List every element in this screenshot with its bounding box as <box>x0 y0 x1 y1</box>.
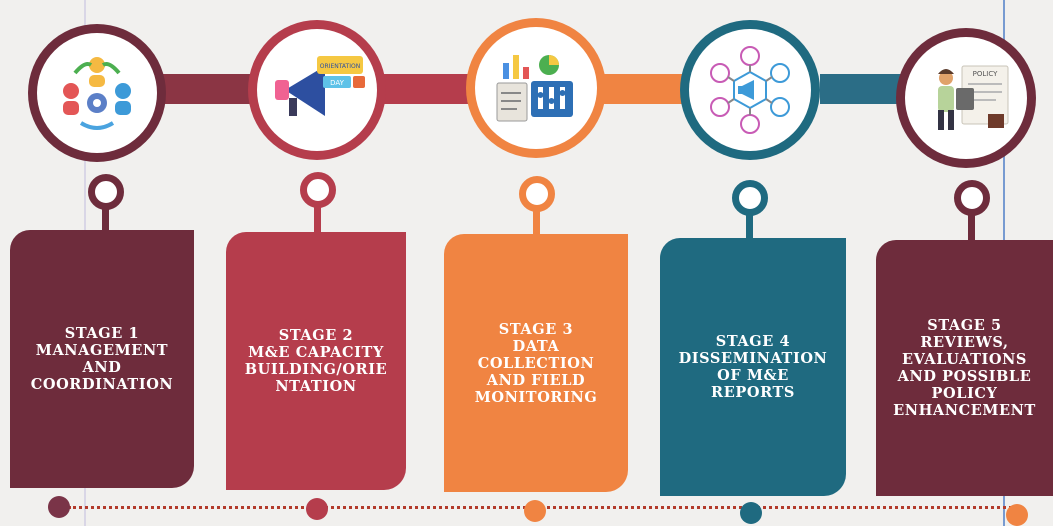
policy-review-icon: POLICY <box>938 65 1009 130</box>
stage-2-stem <box>314 200 321 232</box>
stage-1-text: COORDINATION <box>30 376 174 393</box>
stage-5-text: AND POSSIBLE <box>897 368 1032 385</box>
stage-5-text: EVALUATIONS <box>901 351 1027 368</box>
stage-3-text: COLLECTION <box>477 354 595 372</box>
stage-5-pin <box>954 180 990 216</box>
stage-4-stem <box>746 208 753 238</box>
stage-3-stem <box>533 204 540 234</box>
stage-3-text: MONITORING <box>474 388 598 406</box>
stage-1-pin <box>88 174 124 210</box>
stage-3-title: STAGE 3 <box>498 320 574 338</box>
stage-5-text: ENHANCEMENT <box>893 402 1036 419</box>
stage-4-text: OF M&E <box>717 367 789 384</box>
stage-2-text: NTATION <box>275 378 357 395</box>
stage-2-card: STAGE 2 M&E CAPACITY BUILDING/ORIE NTATI… <box>226 232 406 490</box>
stage-2-pin <box>300 172 336 208</box>
stage-5-text: POLICY <box>931 385 998 402</box>
stage-1-stem <box>102 200 109 230</box>
megaphone-icon-label: ORIENTATION <box>320 63 360 70</box>
timeline-dot-5 <box>1006 504 1028 526</box>
stage-4-title: STAGE 4 <box>715 333 791 350</box>
stage-4-pin <box>732 180 768 216</box>
timeline-dot-3 <box>524 500 546 522</box>
stage-3-circle <box>466 18 606 158</box>
megaphone-icon: ORIENTATION DAY <box>275 56 365 116</box>
team-coordination-icon <box>63 57 131 130</box>
timeline-dot-1 <box>48 496 70 518</box>
stage-1-text: AND <box>82 359 122 376</box>
stage-1-text: MANAGEMENT <box>35 342 169 359</box>
stage-1-card: STAGE 1 MANAGEMENT AND COORDINATION <box>10 230 194 488</box>
data-dashboard-icon <box>496 55 573 122</box>
timeline-dot-4 <box>740 502 762 524</box>
stage-4-text: DISSEMINATION <box>678 350 828 367</box>
stage-5-circle: POLICY <box>896 28 1036 168</box>
megaphone-icon-label: DAY <box>330 79 345 87</box>
stage-1-circle <box>28 24 166 162</box>
stage-5-text: REVIEWS, <box>920 334 1009 351</box>
stage-2-title: STAGE 2 <box>278 327 354 344</box>
stage-3-pin <box>519 176 555 212</box>
stage-5-card: STAGE 5 REVIEWS, EVALUATIONS AND POSSIBL… <box>876 240 1053 496</box>
stage-2-text: BUILDING/ORIE <box>244 361 388 378</box>
stage-5-stem <box>968 210 975 240</box>
stage-4-circle <box>680 20 820 160</box>
stage-3-text: AND FIELD <box>486 371 586 389</box>
stage-3-text: DATA <box>512 337 560 355</box>
timeline-dot-2 <box>306 498 328 520</box>
policy-icon-label: POLICY <box>973 70 998 78</box>
network-broadcast-icon <box>710 46 790 134</box>
stage-5-title: STAGE 5 <box>927 317 1002 334</box>
stage-2-circle: ORIENTATION DAY <box>248 20 386 160</box>
stage-3-card: STAGE 3 DATA COLLECTION AND FIELD MONITO… <box>444 234 628 492</box>
stage-1-title: STAGE 1 <box>64 325 140 342</box>
stage-2-text: M&E CAPACITY <box>248 344 384 361</box>
stage-4-text: REPORTS <box>711 384 795 401</box>
stage-4-card: STAGE 4 DISSEMINATION OF M&E REPORTS <box>660 238 846 496</box>
